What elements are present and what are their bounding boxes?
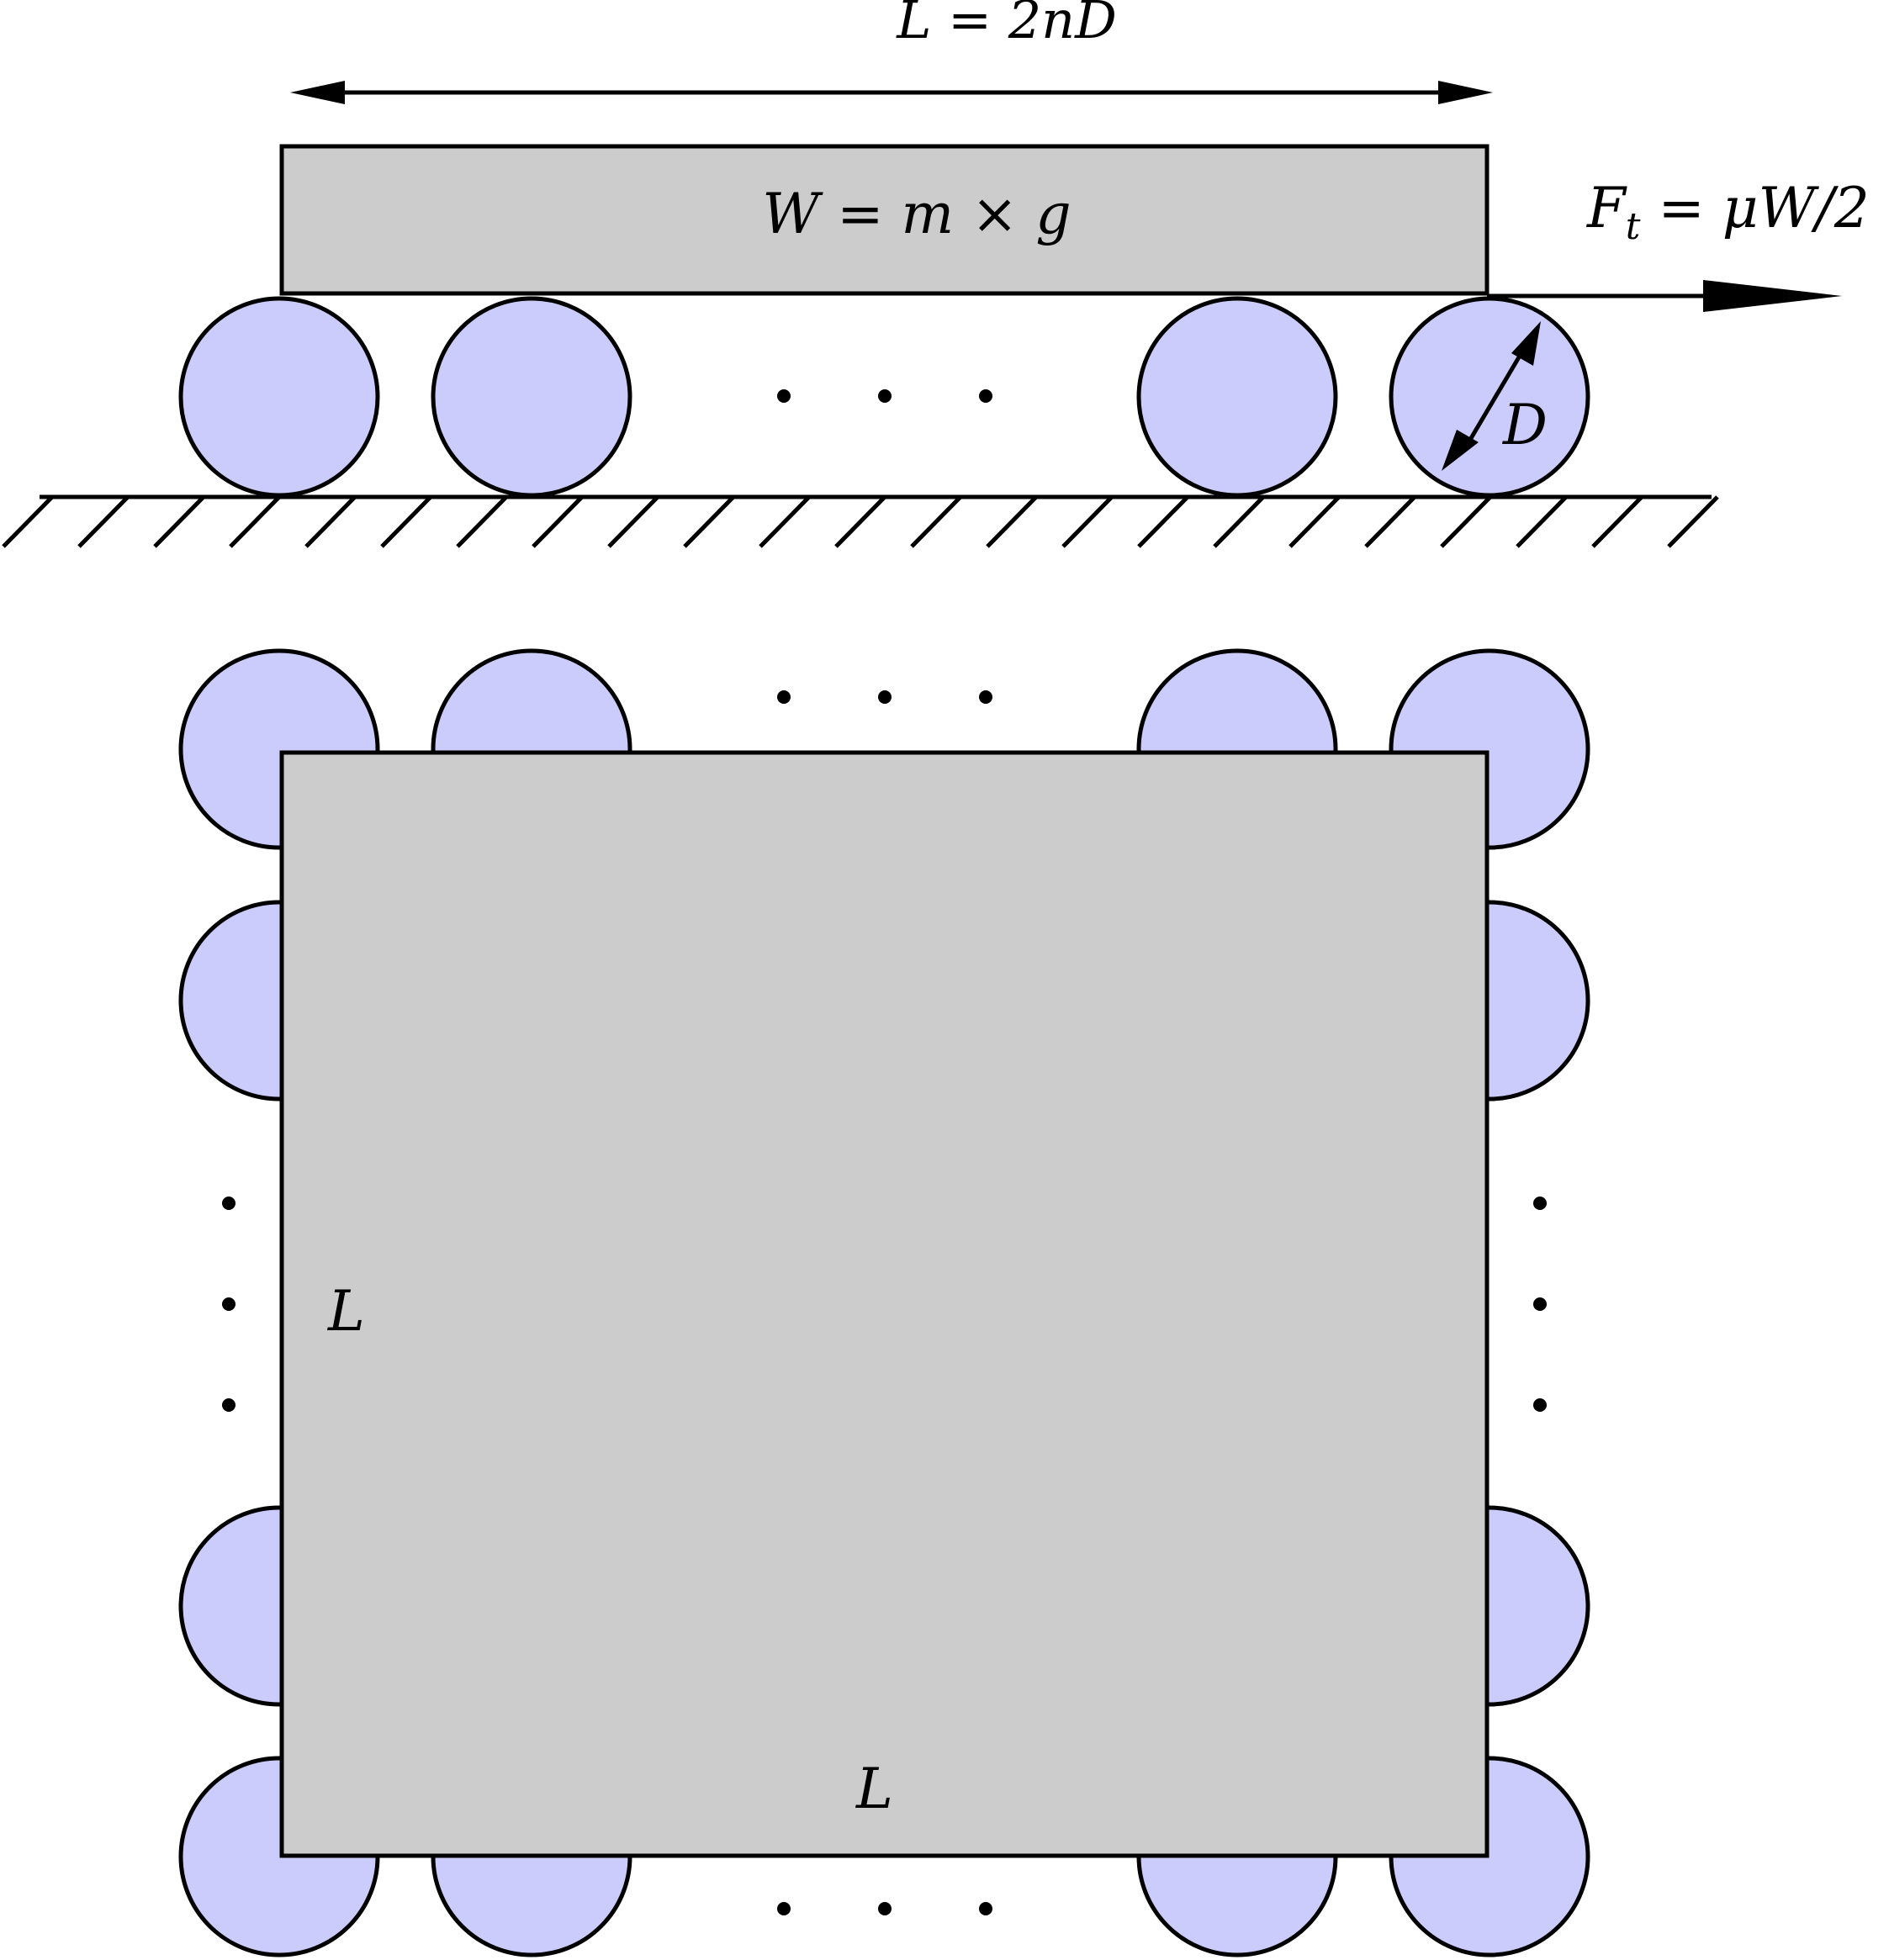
force-symbol: F bbox=[1586, 176, 1627, 240]
weight-formula-label: W = m × g bbox=[762, 182, 1071, 246]
ellipsis-dots-top bbox=[777, 690, 992, 704]
force-formula-label: Ft = μW/2 bbox=[1586, 176, 1870, 248]
force-subscript: t bbox=[1626, 205, 1641, 248]
force-rhs: = μW/2 bbox=[1640, 176, 1869, 240]
diameter-label: D bbox=[1502, 393, 1548, 457]
block-side bbox=[279, 144, 1490, 296]
ellipsis-dots-bottom bbox=[777, 1902, 992, 1915]
side-length-label-bottom: L bbox=[855, 1757, 893, 1821]
ground-hatching bbox=[2, 494, 1719, 548]
length-formula-label: L = 2nD bbox=[896, 0, 1117, 50]
side-view: L = 2nD W = m × g Ft = μW/2 D bbox=[2, 0, 1870, 548]
top-view: L L bbox=[178, 648, 1590, 1957]
roller bbox=[431, 296, 632, 498]
diameter-arrow bbox=[1442, 321, 1541, 471]
ellipsis-dots-left bbox=[222, 1197, 235, 1412]
roller bbox=[1136, 296, 1338, 498]
traction-force-arrow bbox=[1487, 280, 1842, 312]
side-length-label-left: L bbox=[327, 1279, 365, 1344]
ellipsis-dots bbox=[777, 389, 992, 403]
block-top bbox=[279, 750, 1490, 1858]
roller bbox=[1389, 296, 1590, 498]
roller bbox=[178, 296, 380, 498]
ellipsis-dots-right bbox=[1533, 1197, 1547, 1412]
length-dimension-arrow bbox=[290, 81, 1493, 104]
